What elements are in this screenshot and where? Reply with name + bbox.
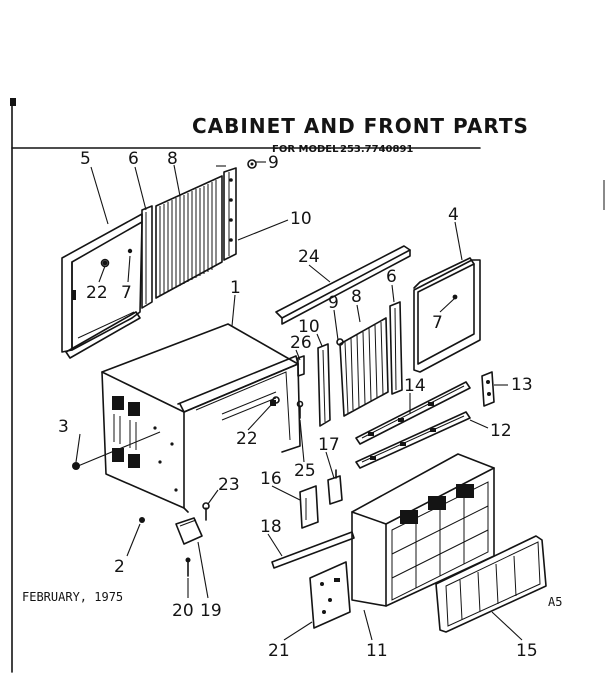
callout-22-left: 22 xyxy=(86,283,108,303)
callout-25: 25 xyxy=(294,461,316,481)
callout-9-top: 9 xyxy=(268,153,279,173)
part-6-strip-right xyxy=(389,301,403,395)
part-1-cabinet xyxy=(101,323,301,513)
part-10-bar-right xyxy=(317,343,331,427)
callout-3: 3 xyxy=(58,417,69,437)
part-10-bar-left xyxy=(223,167,237,261)
part-16-bracket xyxy=(299,485,319,529)
model-number: 253.7740891 xyxy=(340,144,413,155)
callout-13: 13 xyxy=(511,375,533,395)
callout-2: 2 xyxy=(114,557,125,577)
part-14-front-rail xyxy=(355,381,471,445)
callout-21: 21 xyxy=(268,641,290,661)
callout-19: 19 xyxy=(200,601,222,621)
callout-12: 12 xyxy=(490,421,512,441)
part-12-lower-rail xyxy=(355,411,471,469)
part-20-screw xyxy=(185,557,191,577)
part-8-louvers-left xyxy=(155,175,223,299)
part-15-grille xyxy=(435,535,547,633)
part-22-screw-cabinet xyxy=(272,396,280,404)
frame-corner-mark xyxy=(10,98,16,106)
callout-15: 15 xyxy=(516,641,538,661)
sheet-code: A5 xyxy=(548,595,562,609)
callout-14: 14 xyxy=(404,376,426,396)
part-2-screw xyxy=(139,517,145,523)
callout-10-left: 10 xyxy=(290,209,312,229)
part-3-screw xyxy=(72,462,80,470)
part-11-front-panel xyxy=(351,453,495,607)
callout-24: 24 xyxy=(298,247,320,267)
callout-8-right: 8 xyxy=(351,287,362,307)
callout-23: 23 xyxy=(218,475,240,495)
part-26-bracket xyxy=(297,355,305,377)
date-label: FEBRUARY, 1975 xyxy=(22,590,123,604)
callout-11: 11 xyxy=(366,641,388,661)
callout-20: 20 xyxy=(172,601,194,621)
part-6-strip-left xyxy=(127,205,153,309)
callout-22-cabinet: 22 xyxy=(236,429,258,449)
part-25-screw xyxy=(296,400,304,419)
part-23-screw xyxy=(202,502,210,521)
callout-8-left: 8 xyxy=(167,149,178,169)
callout-5: 5 xyxy=(80,149,91,169)
callout-10-right: 10 xyxy=(298,317,320,337)
part-21-control-plate xyxy=(309,561,351,629)
part-13-control-knob xyxy=(481,371,495,407)
part-19-clip xyxy=(175,517,203,545)
part-17-bracket xyxy=(327,469,343,505)
callout-1: 1 xyxy=(230,278,241,298)
callout-numbers: 5 6 8 9 10 22 7 24 4 1 6 8 9 10 7 26 3 2… xyxy=(58,149,538,661)
part-8-louvers-right xyxy=(339,317,389,417)
callout-6-left: 6 xyxy=(128,149,139,169)
diagram-title: CABINET AND FRONT PARTS xyxy=(192,114,529,138)
callout-17: 17 xyxy=(318,435,340,455)
part-4-side-frame-right xyxy=(413,257,481,373)
callout-18: 18 xyxy=(260,517,282,537)
leader-lines xyxy=(75,161,523,641)
callout-26: 26 xyxy=(290,333,312,353)
model-prefix: FOR MODEL xyxy=(272,144,339,155)
part-9-screw-top xyxy=(247,159,257,169)
callout-9-right: 9 xyxy=(328,293,339,313)
part-24-top-rail xyxy=(275,245,411,325)
callout-7-left: 7 xyxy=(121,283,132,303)
part-9-screw-right xyxy=(336,338,344,346)
callout-6-right: 6 xyxy=(386,267,397,287)
part-18-rod xyxy=(271,531,355,569)
callout-16: 16 xyxy=(260,469,282,489)
callout-7-right: 7 xyxy=(432,313,443,333)
callout-4: 4 xyxy=(448,205,459,225)
